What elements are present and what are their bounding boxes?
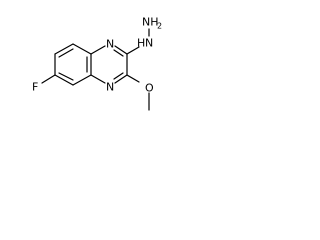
- bond-n1-c2-inner: [113, 49, 124, 57]
- bond-c5-c6: [54, 43, 74, 55]
- atom-label-nitrogen-bottom: N: [106, 81, 114, 94]
- bond-c4a-c5: [72, 43, 92, 55]
- atom-label-oxygen: O: [145, 82, 154, 95]
- bond-c3-n4-inner: [113, 72, 124, 80]
- bond-c7-c8: [54, 74, 74, 86]
- bond-c4a-n1: [90, 45, 106, 55]
- atom-label-hydrazine-h: H: [137, 37, 145, 50]
- bond-c5-c6-inner: [58, 48, 74, 58]
- bond-c2-nh: [126, 46, 140, 55]
- bond-c7-f: [41, 74, 56, 84]
- atom-label-hydrazine-n: N: [145, 37, 153, 50]
- bond-c7-c8-inner: [58, 72, 74, 81]
- bond-c8-c8a: [72, 74, 92, 86]
- bond-c3-o: [126, 74, 140, 83]
- atom-label-fluorine: F: [32, 81, 38, 94]
- bond-n4-c8a: [90, 74, 106, 84]
- molecule-svg: F N N H N NH 2 O: [32, 16, 162, 111]
- bond-c3-n4: [114, 74, 128, 84]
- bond-n1-c2: [114, 45, 128, 55]
- molecule-structure-diagram: F N N H N NH 2 O: [0, 0, 193, 137]
- atom-label-hydrazine-nh: NH: [142, 16, 159, 29]
- atom-label-nitrogen-top: N: [106, 38, 114, 51]
- atom-label-nh2-subscript: 2: [157, 22, 162, 31]
